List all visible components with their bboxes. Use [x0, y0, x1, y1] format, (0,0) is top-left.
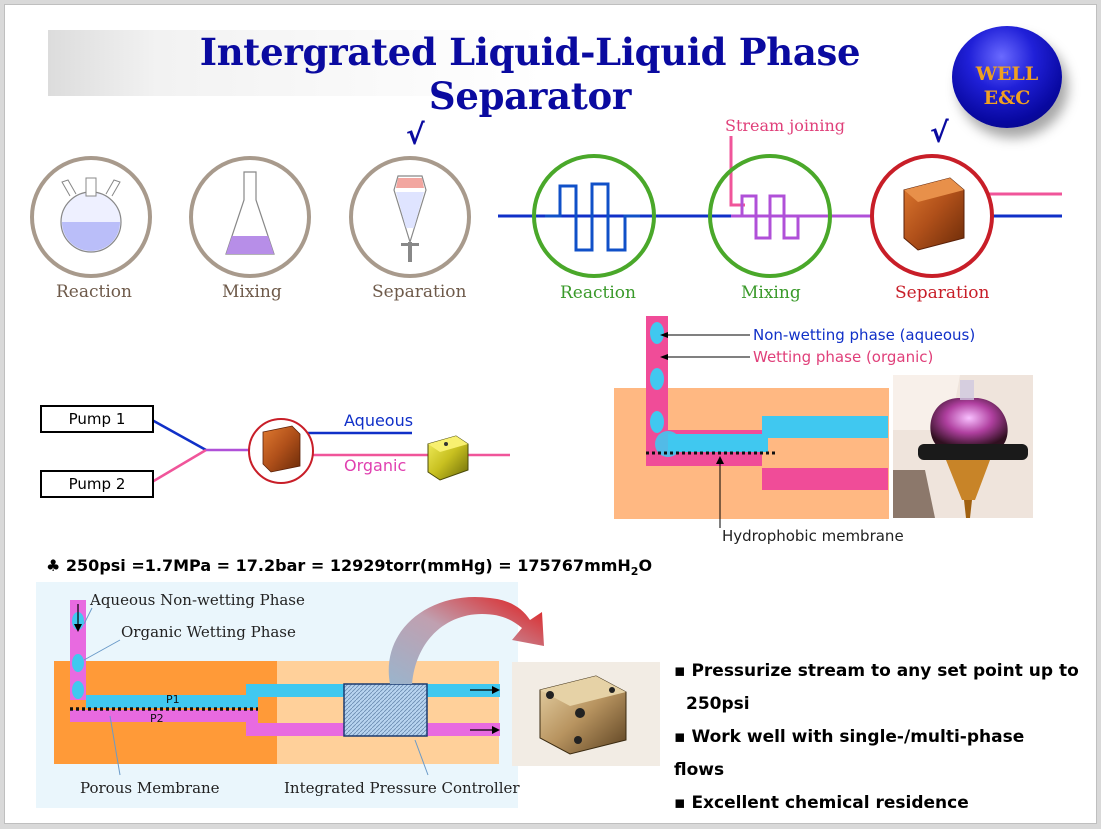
- aqueous-output-label: Aqueous: [344, 411, 414, 430]
- formula-subscript: 2: [630, 565, 639, 579]
- logo-line2: E&C: [983, 87, 1031, 109]
- organic-output-label: Organic: [344, 456, 407, 475]
- batch-separation-label: Separation: [372, 282, 467, 302]
- pump-diagram: [151, 418, 510, 484]
- flow-mixing-label: Mixing: [741, 283, 801, 303]
- p1-label: P1: [166, 693, 180, 706]
- batch-reaction-icon: [30, 156, 152, 278]
- flow-separation-label: Separation: [895, 283, 990, 303]
- bullet-2-line2: flows: [674, 760, 725, 780]
- pressure-conversion-formula: ♣ 250psi =1.7MPa = 17.2bar = 12929torr(m…: [46, 556, 652, 578]
- check-mark-flow: √: [930, 116, 949, 149]
- flow-process-diagram: [498, 136, 1062, 278]
- porous-membrane-label: Porous Membrane: [80, 779, 220, 797]
- batch-mixing-icon: [189, 156, 311, 278]
- logo-text: WELL E&C: [952, 62, 1062, 110]
- pump-1-box: Pump 1: [40, 405, 154, 433]
- bullet-1-line1: ▪ Pressurize stream to any set point up …: [674, 661, 1079, 681]
- pressure-controller-diagram: [36, 582, 544, 808]
- check-mark-batch: √: [406, 118, 425, 151]
- p2-label: P2: [150, 712, 164, 725]
- pressure-controller-label: Integrated Pressure Controller: [284, 779, 520, 797]
- batch-mixing-label: Mixing: [222, 282, 282, 302]
- batch-separation-icon: [349, 156, 471, 278]
- wetting-label: Wetting phase (organic): [753, 348, 934, 366]
- title-band: [48, 30, 948, 96]
- organic-phase-label: Organic Wetting Phase: [121, 623, 296, 641]
- separator-photo: [893, 375, 1033, 518]
- page-title: Intergrated Liquid-Liquid Phase Separato…: [199, 30, 861, 118]
- company-logo: WELL E&C: [952, 26, 1062, 128]
- bullet-2-line1: ▪ Work well with single-/multi-phase: [674, 727, 1025, 747]
- non-wetting-label: Non-wetting phase (aqueous): [753, 326, 976, 344]
- batch-reaction-label: Reaction: [56, 282, 132, 302]
- logo-line1: WELL: [975, 63, 1039, 85]
- formula-suffix: O: [638, 556, 653, 575]
- pump-2-box: Pump 2: [40, 470, 154, 498]
- membrane-diagram: [614, 316, 889, 528]
- bullet-3-line1: ▪ Excellent chemical residence: [674, 793, 969, 813]
- aqueous-phase-label: Aqueous Non-wetting Phase: [90, 591, 305, 609]
- hydrophobic-membrane-label: Hydrophobic membrane: [722, 527, 904, 545]
- stream-joining-label: Stream joining: [725, 116, 845, 135]
- device-photo: [512, 662, 660, 766]
- formula-main: ♣ 250psi =1.7MPa = 17.2bar = 12929torr(m…: [46, 556, 631, 575]
- flow-reaction-label: Reaction: [560, 283, 636, 303]
- bullet-1-line2: 250psi: [686, 694, 750, 714]
- feature-list: ▪ Pressurize stream to any set point up …: [674, 655, 1079, 820]
